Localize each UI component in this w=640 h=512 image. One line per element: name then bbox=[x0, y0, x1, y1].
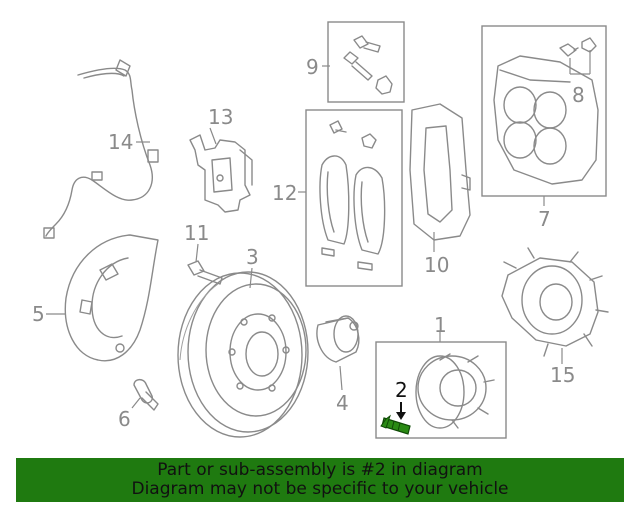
parts-diagram: 1 2 3 4 5 6 7 8 9 10 11 12 13 14 15 bbox=[32, 21, 609, 439]
abs-sensor-wire bbox=[43, 59, 159, 239]
callout-7: 7 bbox=[538, 207, 551, 231]
box-9 bbox=[327, 21, 405, 103]
callout-13: 13 bbox=[208, 105, 233, 129]
callout-4: 4 bbox=[336, 391, 349, 415]
banner-line-2: Diagram may not be specific to your vehi… bbox=[131, 479, 509, 499]
callout-14: 14 bbox=[108, 130, 133, 154]
callout-6: 6 bbox=[118, 407, 131, 431]
box-12 bbox=[305, 109, 403, 287]
bleeder-screws bbox=[559, 37, 597, 57]
sensor-bracket bbox=[189, 134, 253, 213]
bolt-6 bbox=[133, 378, 159, 411]
callout-5: 5 bbox=[32, 302, 45, 326]
brake-caliper bbox=[493, 55, 599, 185]
callout-2: 2 bbox=[395, 378, 408, 402]
dust-shield bbox=[64, 234, 159, 362]
brake-pads bbox=[319, 120, 386, 271]
callout-9: 9 bbox=[306, 55, 319, 79]
box-1 bbox=[375, 341, 507, 439]
callout-15: 15 bbox=[550, 363, 575, 387]
callout-3: 3 bbox=[246, 245, 259, 269]
callout-8: 8 bbox=[572, 83, 585, 107]
callout-11: 11 bbox=[184, 221, 209, 245]
leader-lines bbox=[46, 50, 591, 409]
callout-10: 10 bbox=[424, 253, 449, 277]
hub-bearing bbox=[501, 247, 609, 357]
hub-cap bbox=[316, 315, 360, 363]
hub-assembly bbox=[415, 353, 495, 429]
bolt-11 bbox=[187, 260, 223, 285]
banner-line-1: Part or sub-assembly is #2 in diagram bbox=[157, 460, 483, 480]
callout-1: 1 bbox=[434, 313, 447, 337]
caliper-bolt-kit bbox=[343, 35, 393, 95]
highlight-notice-banner: Part or sub-assembly is #2 in diagram Di… bbox=[16, 458, 624, 502]
brake-rotor bbox=[177, 271, 309, 438]
callout-12: 12 bbox=[272, 181, 297, 205]
caliper-bracket bbox=[409, 103, 471, 241]
box-7 bbox=[481, 25, 607, 197]
wheel-stud-highlighted bbox=[380, 402, 411, 435]
